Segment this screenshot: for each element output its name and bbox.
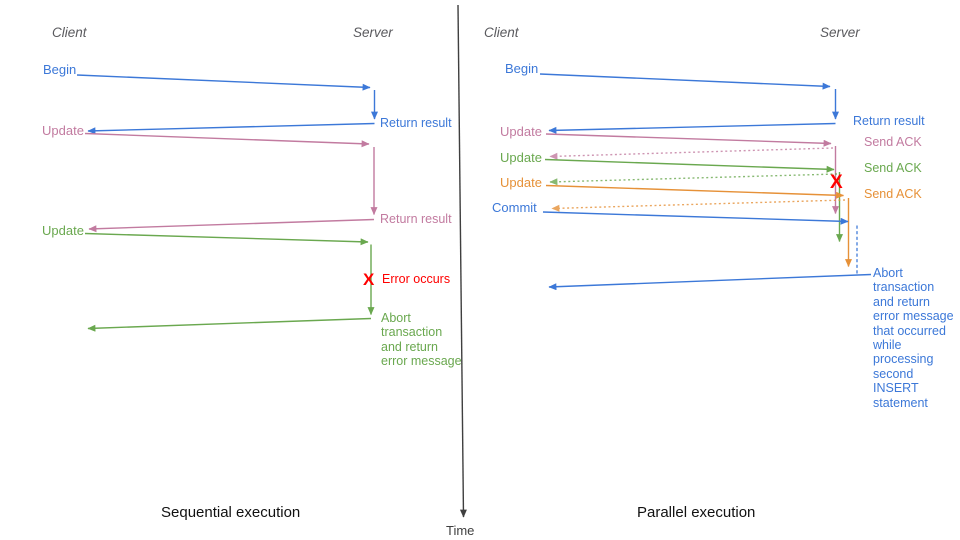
- seq-client-header: Client: [52, 25, 87, 40]
- par-send-ack-3-label: Send ACK: [864, 187, 922, 201]
- par-update-2-label: Update: [500, 150, 542, 165]
- seq-error-x-mark: X: [363, 270, 375, 289]
- par-send-ack-1-label: Send ACK: [864, 135, 922, 149]
- par-abort-message: Abort transaction and return error messa…: [873, 266, 954, 410]
- par-update-1-label: Update: [500, 124, 542, 139]
- par-caption: Parallel execution: [637, 504, 756, 521]
- par-return-result-label: Return result: [853, 114, 925, 128]
- seq-begin-label: Begin: [43, 62, 77, 77]
- par-client-header: Client: [484, 25, 519, 40]
- par-server-header: Server: [820, 25, 860, 40]
- seq-return-result-2-label: Return result: [380, 212, 452, 226]
- seq-abort-message: Abort transaction and return error messa…: [381, 311, 462, 369]
- par-error-x-mark: X: [830, 172, 843, 193]
- par-commit-label: Commit: [492, 200, 537, 215]
- seq-error-label: Error occurs: [382, 272, 451, 286]
- seq-server-header: Server: [353, 25, 393, 40]
- par-update-3-label: Update: [500, 175, 542, 190]
- time-axis-label: Time: [446, 523, 475, 538]
- seq-caption: Sequential execution: [161, 504, 301, 521]
- par-send-ack-2-label: Send ACK: [864, 161, 922, 175]
- par-begin-label: Begin: [505, 61, 539, 76]
- seq-update-1-label: Update: [42, 123, 84, 138]
- seq-return-result-1-label: Return result: [380, 116, 452, 130]
- seq-update-2-label: Update: [42, 223, 84, 238]
